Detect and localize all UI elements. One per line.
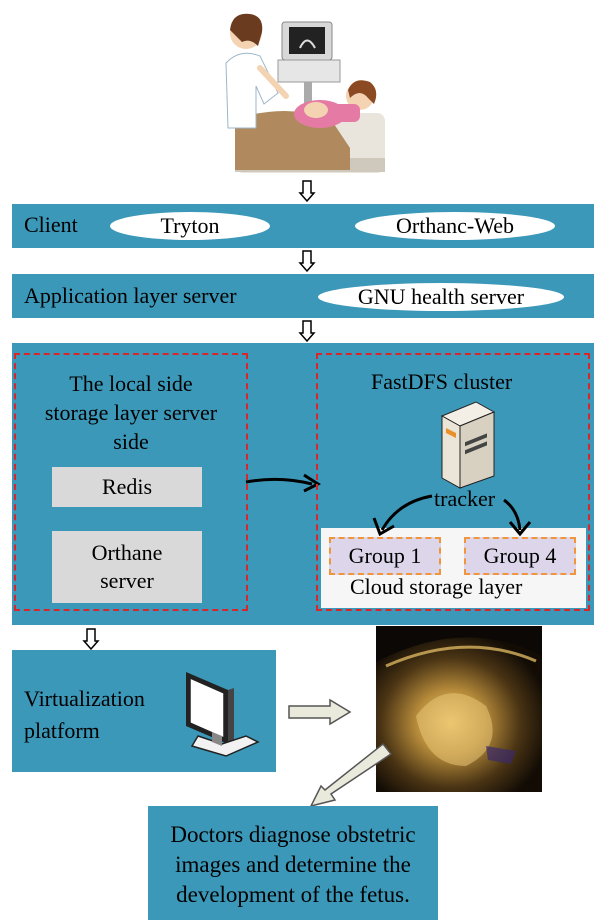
doctors-diagnosis-text: Doctors diagnose obstetric images and de… [148,820,438,910]
down-arrow-4 [82,628,100,651]
virtualization-label: Virtualization platform [24,683,145,747]
local-storage-title-line: storage layer server [44,400,218,425]
server-icon [440,401,496,489]
local-storage-title-line: The local side [69,371,193,396]
application-layer-label: Application layer server [24,283,237,308]
client-label: Client [24,212,78,237]
orthane-line: Orthane [91,540,163,565]
doctors-line: images and determine the [175,852,411,877]
tracker-label: tracker [434,486,496,511]
tryton-pill: Tryton [110,212,270,240]
down-arrow-1 [298,180,316,203]
orthanc-web-pill: Orthanc-Web [355,212,555,240]
tracker-to-group4-arrow [503,498,532,537]
ultrasound-exam-illustration [225,13,385,173]
doctors-line: Doctors diagnose obstetric [170,822,416,847]
redis-box: Redis [52,467,202,507]
monitor-icon [186,672,260,757]
ultrasound-image [376,626,542,792]
local-storage-title: The local side storage layer server side [14,369,248,456]
orthane-server-box: Orthane server [52,531,202,603]
local-storage-title-line: side [113,429,149,454]
down-arrow-2 [298,250,316,273]
down-arrow-3 [298,320,316,343]
group-4-box: Group 4 [464,537,576,575]
diagonal-arrow [309,742,393,808]
tracker-to-group1-arrow [372,494,433,537]
virtualization-line: platform [24,718,100,743]
local-to-cloud-arrow [245,473,322,493]
doctors-diagnosis-box [148,806,438,920]
doctors-line: development of the fetus. [176,882,410,907]
fastdfs-title: FastDFS cluster [371,369,513,394]
cloud-storage-label: Cloud storage layer [350,574,523,599]
gnu-health-pill: GNU health server [318,283,564,311]
orthane-line: server [100,568,154,593]
group-1-box: Group 1 [329,537,441,575]
fastdfs-box [316,353,590,611]
virtualization-line: Virtualization [24,686,145,711]
right-arrow [288,698,352,726]
